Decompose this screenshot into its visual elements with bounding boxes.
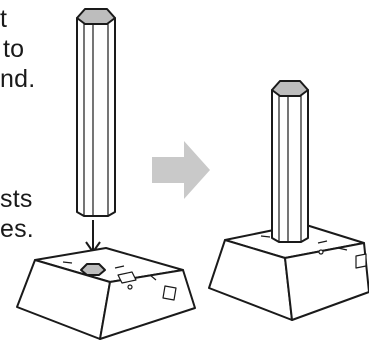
instruction-text-line-3: nd. [0,65,36,93]
instruction-text-line-1: t [0,5,8,33]
base-socket-left [80,263,106,276]
base-left [16,247,196,340]
instruction-text-line-5: es. [0,215,34,243]
instruction-text-line-2: to [3,35,25,63]
instruction-text-line-4: sts [0,185,33,213]
pole-assembled [271,80,309,243]
pole-cap-right [271,80,309,97]
right-arrow-icon [152,141,210,199]
down-arrow-icon [85,220,101,254]
pole-cap-left [76,8,116,25]
pole-separate [76,8,116,217]
